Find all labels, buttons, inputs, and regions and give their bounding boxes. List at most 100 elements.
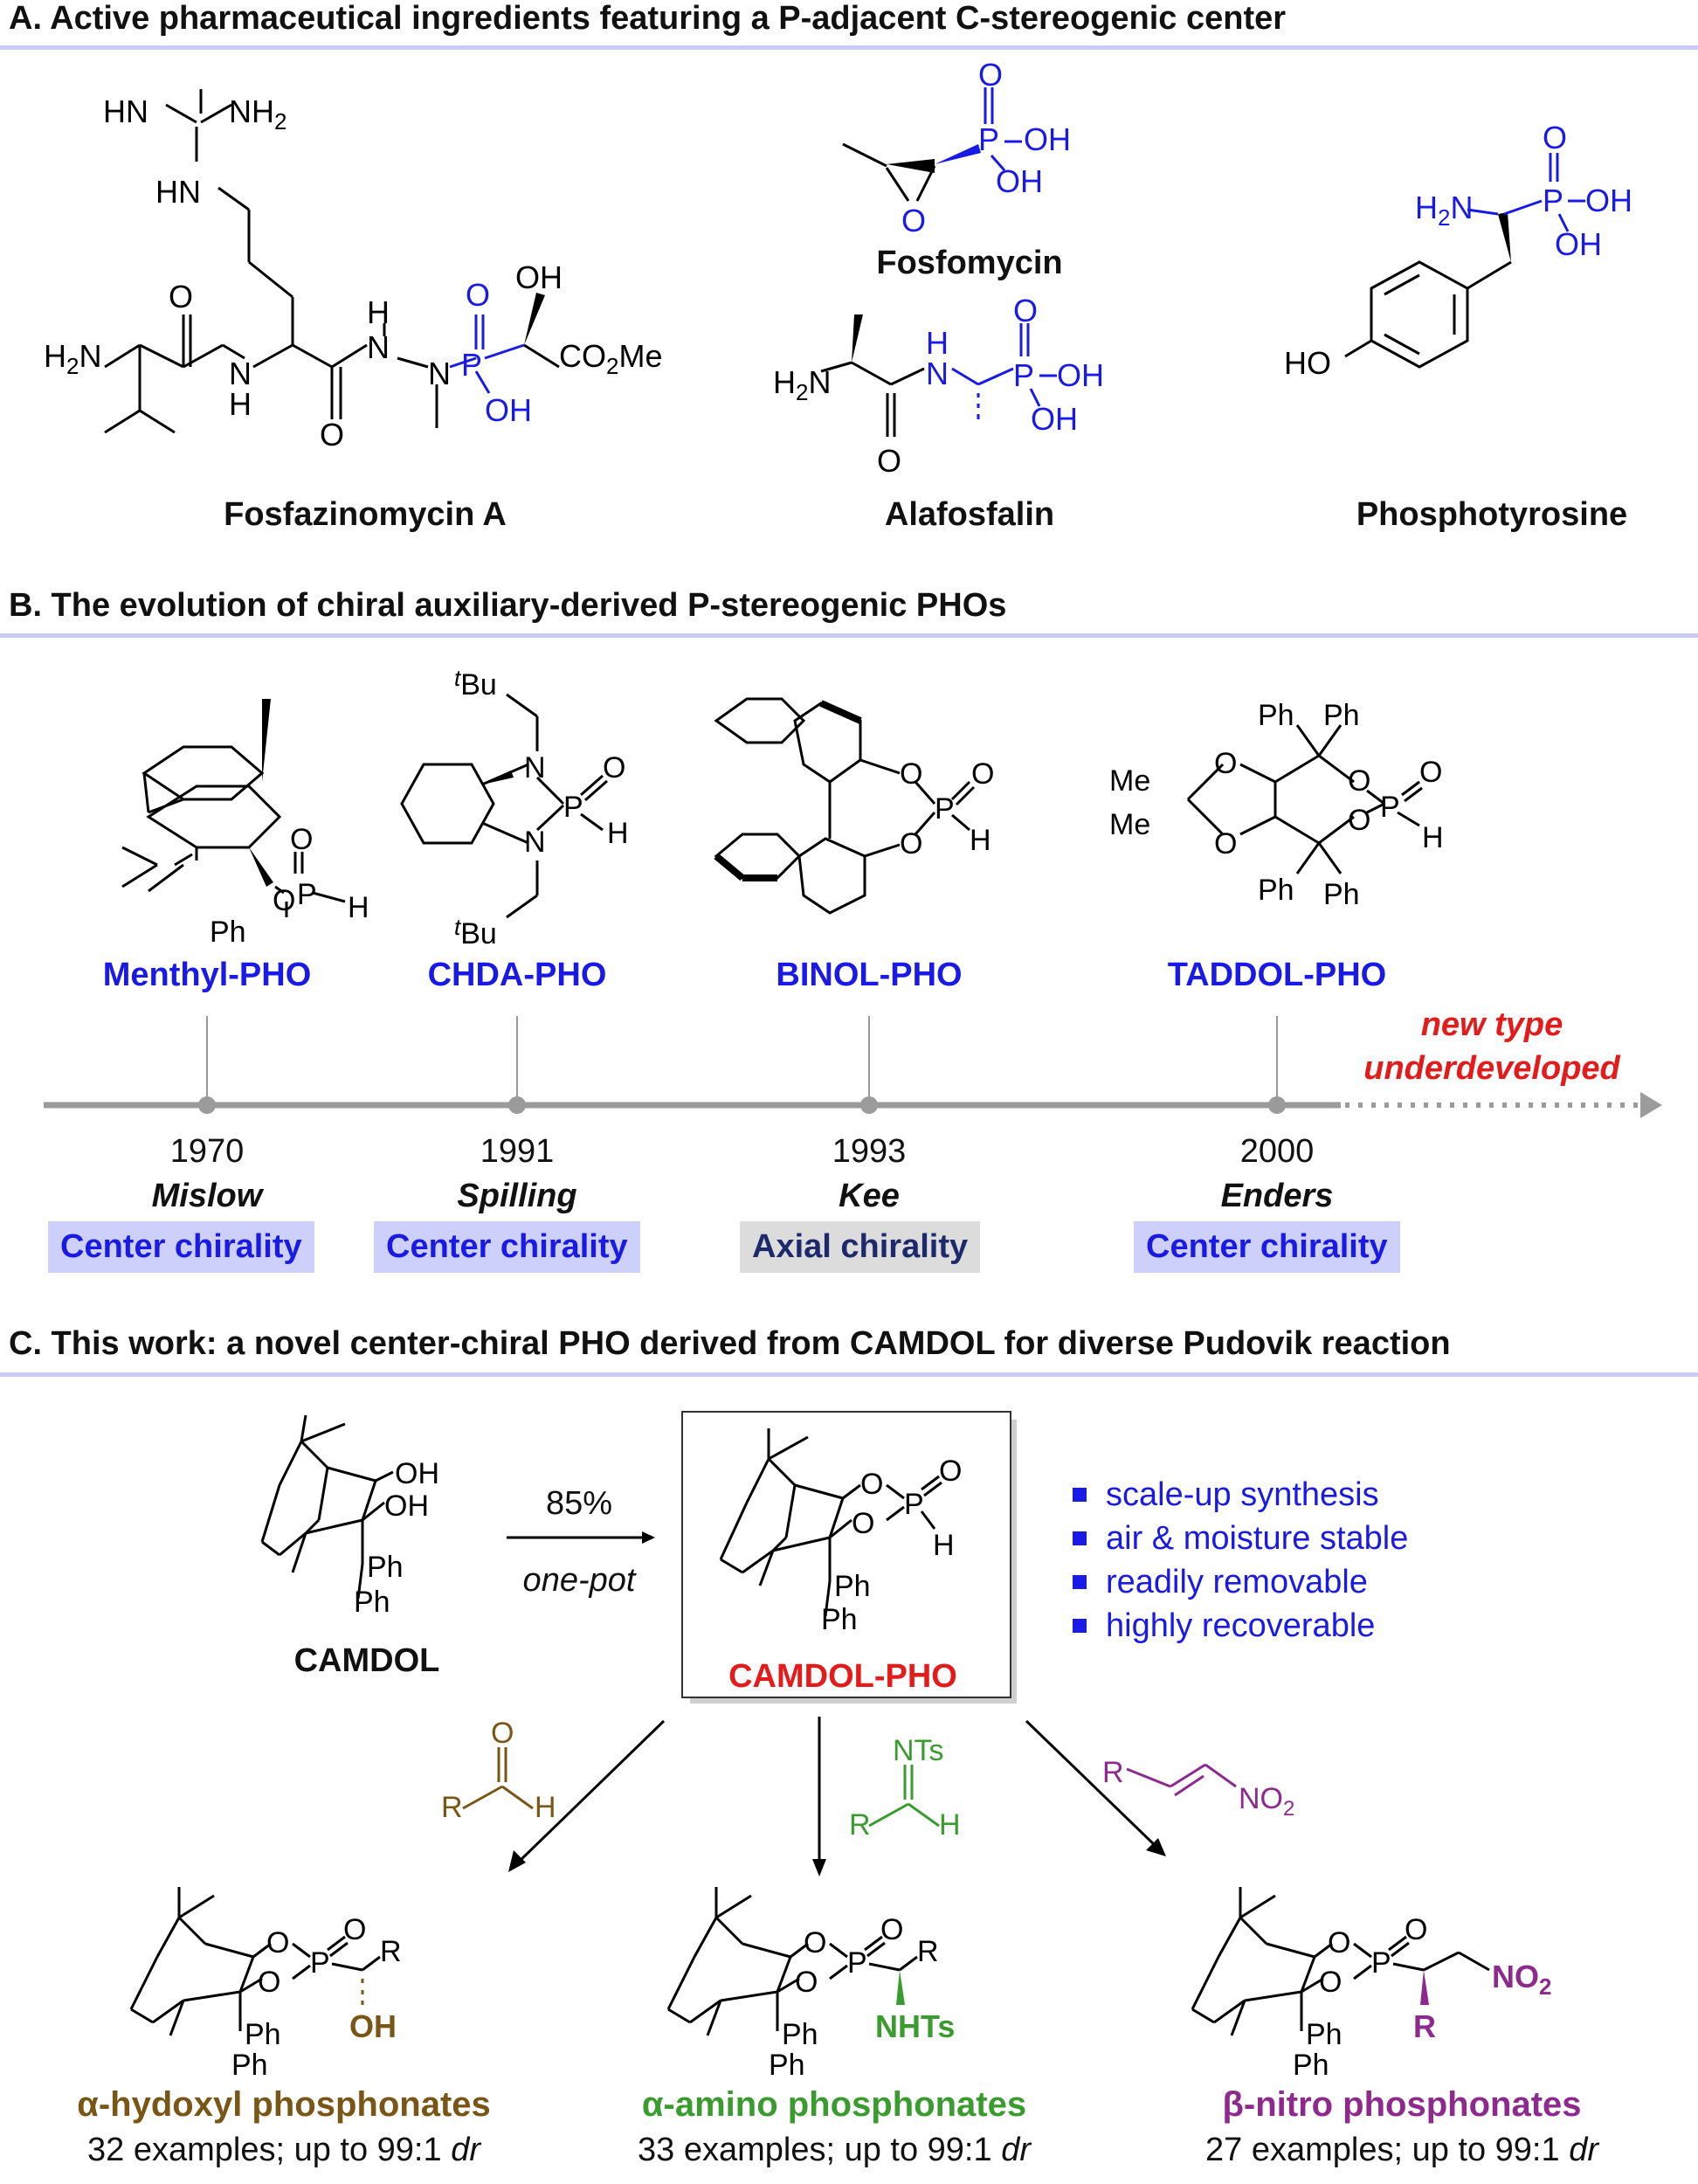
svg-text:OH: OH xyxy=(515,259,563,295)
svg-text:OH: OH xyxy=(996,163,1043,199)
svg-text:H: H xyxy=(926,325,949,361)
svg-text:Ph: Ph xyxy=(231,2049,268,2082)
svg-text:P: P xyxy=(1380,791,1400,824)
feature-item: scale-up synthesis xyxy=(1073,1473,1408,1517)
section-b-title: B. The evolution of chiral auxiliary-der… xyxy=(9,587,1007,624)
conditions-label: one-pot xyxy=(522,1562,636,1599)
svg-text:Ph: Ph xyxy=(1258,699,1294,732)
svg-text:O: O xyxy=(343,1913,366,1946)
svg-text:Me: Me xyxy=(1109,764,1150,798)
svg-text:O: O xyxy=(1348,764,1370,798)
product-sub-nitro: 27 examples; up to 99:1 dr xyxy=(1205,2132,1598,2169)
new-type-note: new type underdeveloped xyxy=(1343,1003,1640,1090)
svg-text:P: P xyxy=(1543,183,1563,218)
year-1970: 1970 xyxy=(169,1133,245,1170)
svg-text:Ph: Ph xyxy=(1323,878,1360,911)
bullet-square-icon xyxy=(1073,1531,1087,1545)
product-title-amino: α-amino phosphonates xyxy=(641,2085,1027,2124)
svg-text:H: H xyxy=(607,817,629,850)
new-type-line2: underdeveloped xyxy=(1363,1050,1620,1087)
svg-text:O: O xyxy=(466,277,490,313)
svg-text:OH: OH xyxy=(1555,226,1602,262)
svg-text:O: O xyxy=(1405,1913,1427,1946)
svg-text:P: P xyxy=(904,1488,924,1521)
svg-text:Ph: Ph xyxy=(834,1570,871,1603)
svg-text:NO2: NO2 xyxy=(1492,1959,1551,2000)
svg-text:H: H xyxy=(939,1808,961,1842)
feature-item: readily removable xyxy=(1073,1560,1408,1604)
svg-text:OH: OH xyxy=(384,1489,429,1523)
svg-text:P: P xyxy=(935,792,955,826)
svg-text:O: O xyxy=(804,1926,826,1959)
section-b-rule xyxy=(0,633,1698,638)
menthyl-pho-structure: OOP HPh xyxy=(121,699,369,949)
svg-text:O: O xyxy=(320,417,344,453)
svg-text:Ph: Ph xyxy=(210,916,246,949)
svg-text:O: O xyxy=(491,1717,514,1750)
svg-text:O: O xyxy=(795,1966,818,1999)
product-count: 32 examples; up to 99:1 xyxy=(87,2132,452,2168)
author-enders: Enders xyxy=(1220,1178,1334,1214)
svg-text:O: O xyxy=(971,757,994,791)
svg-text:P: P xyxy=(563,791,583,824)
reaction-arrow xyxy=(507,1531,655,1544)
svg-text:O: O xyxy=(273,884,295,917)
svg-text:O: O xyxy=(1543,120,1567,156)
svg-text:P: P xyxy=(1013,357,1034,393)
bullet-square-icon xyxy=(1073,1575,1087,1589)
svg-text:R: R xyxy=(441,1791,463,1824)
pho-label-chda: CHDA-PHO xyxy=(427,957,607,993)
svg-text:H: H xyxy=(348,891,369,924)
svg-text:OH: OH xyxy=(349,2008,397,2044)
feature-item: highly recoverable xyxy=(1073,1604,1408,1648)
svg-text:HN: HN xyxy=(103,93,148,129)
svg-text:H: H xyxy=(229,386,252,422)
svg-text:N: N xyxy=(926,356,949,391)
chirality-badge-mislow: Center chirality xyxy=(48,1221,314,1273)
svg-text:O: O xyxy=(1214,827,1237,860)
svg-text:O: O xyxy=(1419,756,1442,789)
product-title-nitro: β-nitro phosphonates xyxy=(1222,2085,1582,2124)
timeline xyxy=(44,1016,1662,1118)
feature-text: highly recoverable xyxy=(1106,1607,1376,1644)
svg-text:Ph: Ph xyxy=(1293,2049,1329,2082)
pho-label-binol: BINOL-PHO xyxy=(776,957,963,993)
svg-text:Ph: Ph xyxy=(782,2018,818,2051)
compound-label-fosfazinomycin: Fosfazinomycin A xyxy=(224,496,507,533)
svg-text:N: N xyxy=(367,329,390,365)
svg-text:H: H xyxy=(1422,821,1444,854)
camdol-pho-label: CAMDOL-PHO xyxy=(728,1658,957,1695)
product-sub-hydroxyl: 32 examples; up to 99:1 dr xyxy=(87,2132,480,2169)
svg-text:O: O xyxy=(877,443,901,479)
feature-text: readily removable xyxy=(1106,1564,1368,1600)
chirality-badge-spilling: Center chirality xyxy=(374,1221,640,1273)
svg-text:P: P xyxy=(310,1946,330,1980)
section-a-title: A. Active pharmaceutical ingredients fea… xyxy=(9,0,1287,37)
product-title-hydroxyl: α-hydoxyl phosphonates xyxy=(77,2085,491,2124)
svg-text:N: N xyxy=(524,826,546,859)
compound-label-alafosfalin: Alafosfalin xyxy=(884,496,1055,533)
yield-label: 85% xyxy=(545,1485,613,1522)
svg-text:R: R xyxy=(1102,1756,1124,1789)
svg-text:OH: OH xyxy=(1031,401,1078,437)
svg-text:Ph: Ph xyxy=(367,1551,404,1584)
svg-text:tBu: tBu xyxy=(454,914,497,950)
svg-text:O: O xyxy=(978,57,1003,93)
svg-text:O: O xyxy=(290,823,313,856)
pho-label-taddol: TADDOL-PHO xyxy=(1167,957,1387,993)
svg-text:O: O xyxy=(860,1468,883,1501)
svg-text:Ph: Ph xyxy=(354,1586,390,1619)
svg-text:tBu: tBu xyxy=(454,665,497,702)
svg-text:R: R xyxy=(1413,2008,1436,2044)
svg-text:O: O xyxy=(880,1913,903,1946)
svg-text:H2N: H2N xyxy=(1415,190,1473,231)
new-type-line1: new type xyxy=(1420,1006,1563,1043)
svg-text:Ph: Ph xyxy=(1323,699,1360,732)
